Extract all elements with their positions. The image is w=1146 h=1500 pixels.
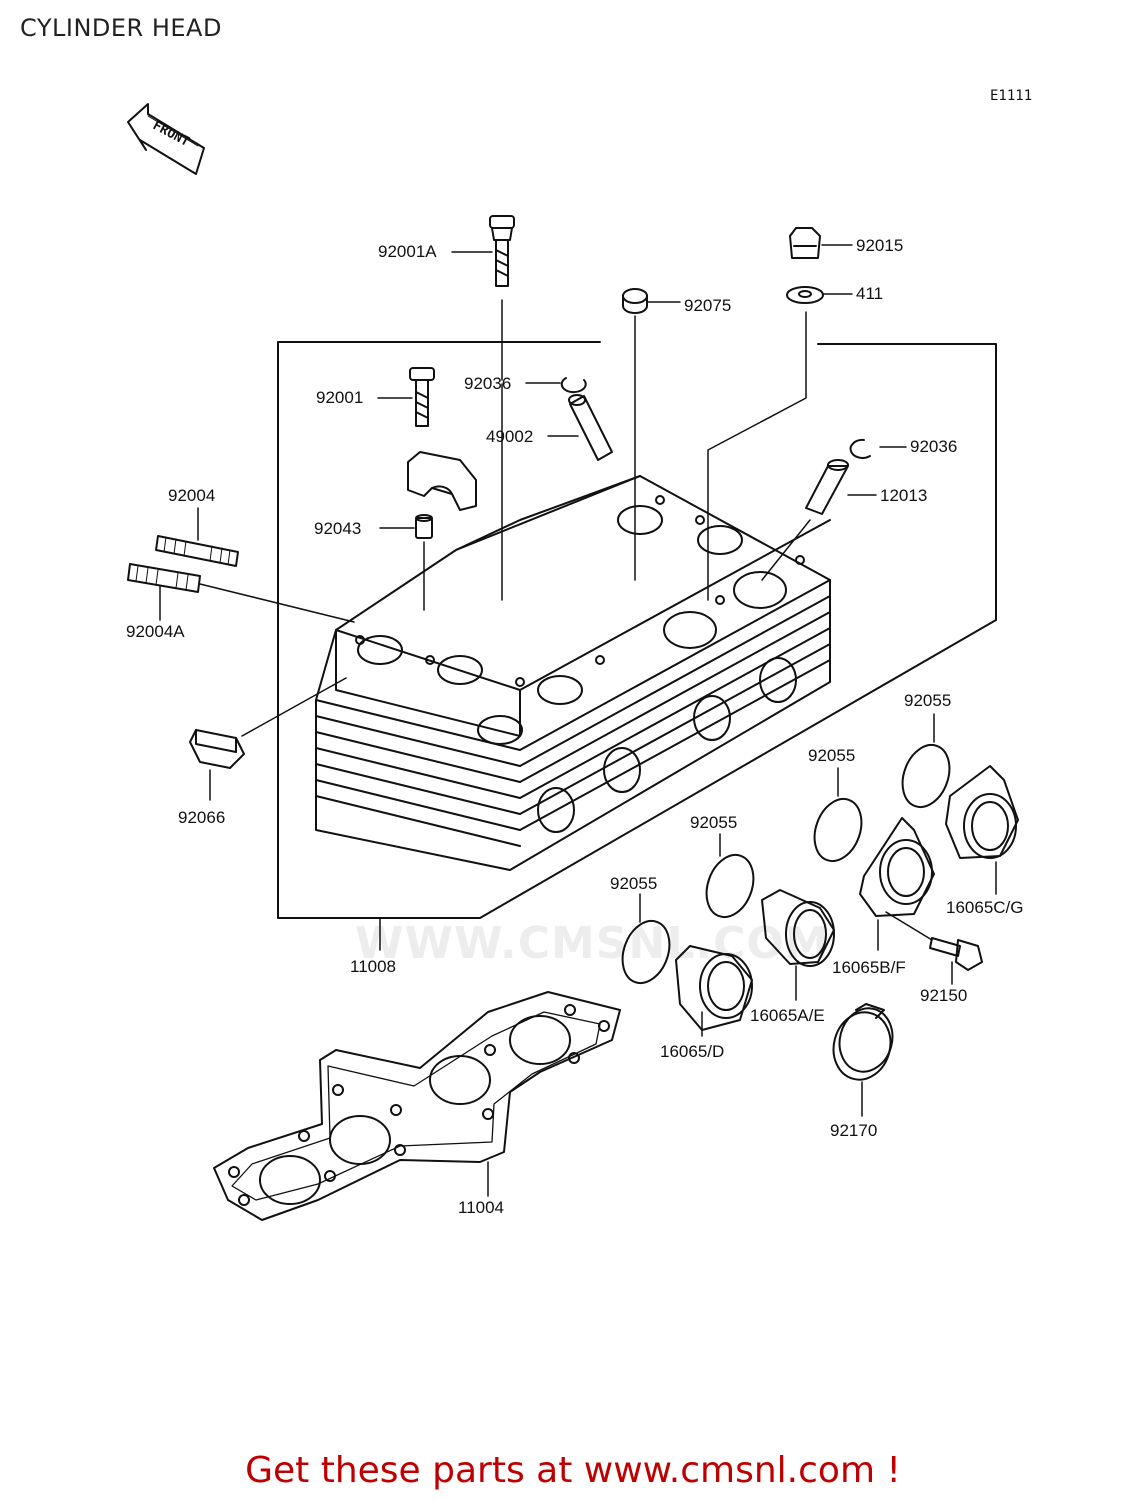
callout-92150[interactable]: 92150 bbox=[920, 986, 968, 1005]
watermark-text: WWW.CMSNL.COM bbox=[355, 918, 830, 969]
diagram-ref-code: E1111 bbox=[990, 88, 1033, 104]
callout-92036-right[interactable]: 92036 bbox=[910, 437, 958, 456]
callout-92055-c[interactable]: 92055 bbox=[690, 813, 738, 832]
dowel-92043-icon bbox=[415, 514, 433, 539]
carb-holder-16065BF-icon bbox=[859, 817, 935, 917]
pin-12013-icon bbox=[805, 459, 849, 515]
callout-16065D[interactable]: 16065/D bbox=[660, 1042, 725, 1061]
clip-92036-right-icon bbox=[849, 438, 871, 459]
o-ring-92055-b-icon bbox=[813, 798, 863, 862]
carb-holder-16065CG-icon bbox=[945, 765, 1019, 859]
o-ring-92055-a-icon bbox=[901, 744, 951, 808]
front-arrow-label: FRONT bbox=[150, 118, 192, 150]
clip-92036-icon bbox=[560, 377, 587, 394]
callout-16065CG[interactable]: 16065C/G bbox=[946, 898, 1024, 917]
callout-92036-top[interactable]: 92036 bbox=[464, 374, 512, 393]
callout-92055-d[interactable]: 92055 bbox=[610, 874, 658, 893]
callout-49002[interactable]: 49002 bbox=[486, 427, 534, 446]
callout-16065BF[interactable]: 16065B/F bbox=[832, 958, 906, 977]
washer-411-icon bbox=[786, 286, 824, 304]
callout-92043[interactable]: 92043 bbox=[314, 519, 362, 538]
carb-holder-16065AE-icon bbox=[761, 889, 835, 967]
cta-link[interactable]: Get these parts at www.cmsnl.com ! bbox=[245, 1450, 901, 1491]
callout-92004A[interactable]: 92004A bbox=[126, 622, 185, 641]
callout-12013[interactable]: 12013 bbox=[880, 486, 928, 505]
callout-11008[interactable]: 11008 bbox=[350, 957, 397, 976]
callout-92055-a[interactable]: 92055 bbox=[904, 691, 952, 710]
callout-11004[interactable]: 11004 bbox=[458, 1198, 505, 1217]
screw-92150-icon bbox=[929, 937, 983, 971]
stud-92004-icon bbox=[155, 535, 239, 567]
carb-holder-16065D-icon bbox=[675, 945, 753, 1031]
bolt-92001-icon bbox=[409, 367, 435, 427]
nut-92015-icon bbox=[789, 227, 821, 259]
clamp-92170-icon bbox=[832, 1003, 894, 1081]
valve-guide-49002-icon bbox=[568, 394, 613, 461]
o-ring-92055-c-icon bbox=[705, 854, 755, 918]
front-arrow-icon: FRONT bbox=[127, 103, 205, 175]
callout-92015[interactable]: 92015 bbox=[856, 236, 904, 255]
cylinder-head-body bbox=[315, 475, 831, 871]
callout-92170[interactable]: 92170 bbox=[830, 1121, 878, 1140]
callout-92004[interactable]: 92004 bbox=[168, 486, 216, 505]
head-assembly-bracket bbox=[277, 341, 997, 919]
callout-92055-b[interactable]: 92055 bbox=[808, 746, 856, 765]
page-title: CYLINDER HEAD bbox=[20, 14, 222, 42]
cap-92075-icon bbox=[622, 288, 648, 314]
callout-92001[interactable]: 92001 bbox=[316, 388, 364, 407]
callout-92075[interactable]: 92075 bbox=[684, 296, 732, 315]
callout-92001A[interactable]: 92001A bbox=[378, 242, 437, 261]
callout-16065AE[interactable]: 16065A/E bbox=[750, 1006, 825, 1025]
o-ring-92055-d-icon bbox=[621, 920, 671, 984]
callout-411[interactable]: 411 bbox=[856, 284, 884, 303]
block-92066-icon bbox=[189, 729, 245, 769]
head-gasket-11004-icon bbox=[213, 991, 621, 1221]
cam-cap-icon bbox=[407, 451, 477, 511]
callout-92066[interactable]: 92066 bbox=[178, 808, 226, 827]
bolt-92001A-icon bbox=[489, 215, 515, 287]
stud-92004A-icon bbox=[127, 563, 201, 593]
